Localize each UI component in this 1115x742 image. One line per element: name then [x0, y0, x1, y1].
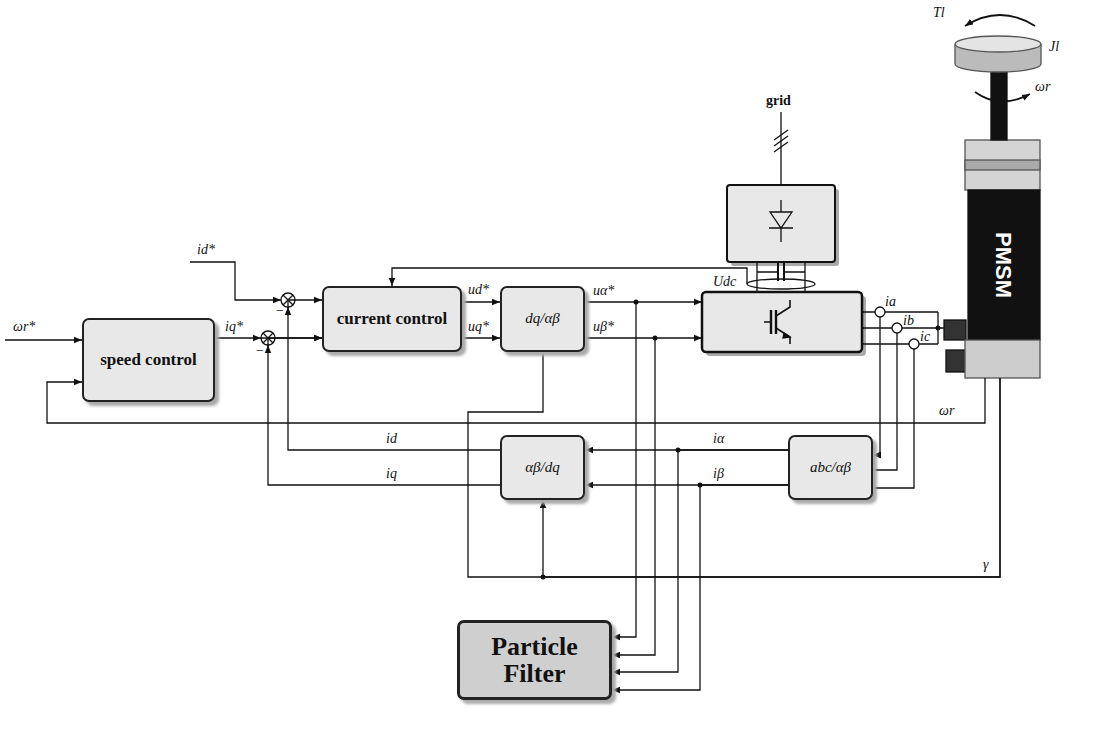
- signal-label: ia: [884, 295, 897, 309]
- three-phase-mark: [774, 130, 788, 152]
- signal-label: ud*: [467, 283, 490, 297]
- signal-label: id: [385, 432, 398, 446]
- signal-label: iq*: [224, 320, 244, 334]
- signal-label: ωr: [1034, 80, 1051, 94]
- capacitor-symbol: [778, 263, 784, 281]
- signal-label: ωr: [938, 404, 955, 418]
- voltage-sensor: [747, 279, 815, 289]
- current-sensor: [892, 323, 902, 333]
- signal-connector: [268, 338, 500, 485]
- diode-symbol: [769, 200, 793, 242]
- signal-label: iβ: [712, 467, 725, 481]
- igbt-symbol: [764, 300, 790, 344]
- signal-connector: [585, 302, 636, 637]
- signal-connector: [468, 352, 1000, 577]
- phase-wire: [862, 312, 946, 344]
- udc-feedback-wire: [392, 268, 747, 286]
- signal-label: grid: [765, 94, 792, 108]
- junction-dot: [936, 326, 941, 331]
- load-inertia: [955, 36, 1041, 52]
- node-text: abc/αβ: [810, 460, 851, 476]
- motor-connector: [946, 350, 966, 372]
- speed-control-box: speed control: [82, 318, 215, 402]
- transform-box: abc/αβ: [788, 435, 873, 500]
- signal-label: γ: [982, 558, 990, 572]
- current-sensor: [909, 339, 919, 349]
- voltage-wire: [636, 301, 702, 302]
- voltage-wire: [655, 337, 702, 338]
- node-text: dq/αβ: [525, 311, 560, 327]
- signal-connector: [462, 301, 500, 302]
- speed-reference-wire: [5, 339, 82, 340]
- signal-label: uq*: [467, 320, 490, 334]
- signal-connector: [612, 485, 788, 690]
- grid-wire: [780, 112, 781, 185]
- motor: PMSM: [965, 140, 1040, 378]
- rectifier-box: [727, 185, 835, 262]
- signal-label: ic: [919, 330, 931, 344]
- igbt-arrow: [783, 333, 790, 338]
- current-control-box: current control: [322, 286, 462, 352]
- motor-end-cap: [965, 340, 1040, 378]
- motor-flange: [965, 140, 1040, 190]
- signal-label: Udc: [712, 275, 737, 289]
- signal-label: uβ*: [592, 320, 615, 334]
- signal-label: ωr*: [12, 320, 36, 334]
- dc-link-wire: [757, 262, 805, 292]
- node-text: PMSM: [990, 232, 1016, 298]
- inverter-box: [702, 292, 862, 352]
- signal-label: iq: [385, 467, 398, 481]
- signal-label: Tl: [932, 6, 946, 20]
- node-text: speed control: [100, 351, 197, 369]
- motor-flange: [965, 160, 1040, 170]
- motor-connector: [944, 320, 966, 340]
- igbt-symbol: [771, 310, 776, 334]
- transform-box: αβ/dq: [500, 435, 585, 500]
- signal-label: −: [274, 304, 285, 318]
- node-text: Particle Filter: [468, 633, 601, 688]
- particle-filter-box: Particle Filter: [457, 620, 612, 700]
- transform-box: dq/αβ: [500, 286, 585, 352]
- motor-body: [968, 190, 1040, 340]
- id-reference-wire: [190, 262, 281, 300]
- signal-connector: [585, 338, 655, 655]
- tap-head: [873, 455, 880, 488]
- signal-label: −: [254, 344, 265, 358]
- signal-label: Jl: [1048, 40, 1060, 54]
- node-text: current control: [337, 310, 447, 328]
- node-text: αβ/dq: [525, 460, 560, 476]
- signal-label: ib: [902, 314, 915, 328]
- signal-connector: [543, 378, 1000, 577]
- signal-connector: [462, 337, 500, 338]
- rotation-arrow: [975, 92, 1030, 102]
- signal-label: uα*: [592, 284, 615, 298]
- torque-arrow: [965, 15, 1035, 26]
- signal-label: id*: [196, 243, 216, 257]
- current-tap: [873, 317, 914, 488]
- signal-label: iα: [712, 432, 725, 446]
